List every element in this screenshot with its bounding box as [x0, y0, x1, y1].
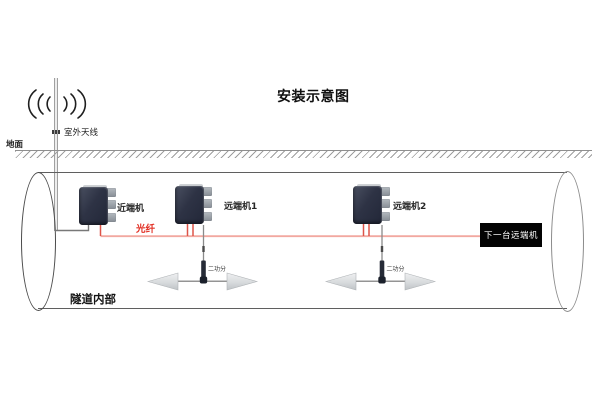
device-front-panel — [353, 186, 382, 224]
splitter-base-2 — [378, 276, 386, 284]
feeder-cable-line — [56, 225, 90, 232]
tunnel-interior-label: 隧道内部 — [70, 292, 116, 306]
mount-tab-icon — [106, 188, 116, 197]
mount-tab-icon — [202, 212, 212, 221]
antenna-label: 室外天线 — [64, 128, 99, 138]
device-remote-1 — [175, 184, 212, 225]
device-front-panel — [79, 187, 108, 225]
splitter-body-2 — [379, 260, 385, 280]
splitter-connector-2 — [380, 246, 384, 252]
wave-arc-right-outer-icon — [77, 89, 87, 119]
wave-arc-left-outer-icon — [27, 89, 37, 119]
mount-tab-icon — [106, 213, 116, 222]
mount-tab-icon — [380, 187, 390, 196]
device-remote-2 — [353, 184, 390, 225]
tunnel-bottom-line — [38, 308, 567, 309]
device-front-panel — [175, 186, 204, 224]
tunnel-opening-right — [551, 171, 584, 312]
ground-label: 地面 — [6, 140, 24, 150]
page-title: 安装示意图 — [277, 89, 350, 105]
coverage-arrow-left-1-icon — [146, 272, 179, 291]
device-label-remote-1: 远端机1 — [224, 202, 258, 212]
wave-arc-right-inner-icon — [63, 96, 68, 112]
splitter-label-1: 二功分 — [208, 266, 227, 273]
mount-tab-icon — [106, 200, 116, 209]
coverage-arrow-right-2-icon — [404, 272, 437, 291]
coverage-arrow-left-2-icon — [324, 272, 357, 291]
device-label-near-end: 近端机 — [117, 204, 145, 214]
mount-tab-icon — [202, 187, 212, 196]
tunnel-opening-left — [21, 172, 56, 311]
wave-arc-left-inner-icon — [46, 96, 51, 112]
tunnel-top-line — [38, 172, 567, 173]
mount-tab-icon — [380, 212, 390, 221]
wave-arc-left-mid-icon — [37, 93, 44, 115]
device-near-end — [79, 185, 116, 226]
wave-arc-right-mid-icon — [70, 93, 77, 115]
splitter-base-1 — [199, 276, 208, 284]
splitter-label-2: 二功分 — [386, 266, 405, 273]
next-device-label: 下一台远端机 — [483, 231, 538, 241]
mount-tab-icon — [202, 199, 212, 208]
next-device-box: 下一台远端机 — [480, 223, 542, 247]
coverage-arrow-right-1-icon — [226, 272, 259, 291]
fiber-label: 光纤 — [136, 224, 156, 235]
device-label-remote-2: 远端机2 — [393, 202, 427, 212]
splitter-connector-1 — [202, 246, 205, 252]
splitter-body-1 — [201, 260, 206, 280]
ground-line — [15, 150, 592, 158]
antenna-feed-icon — [52, 130, 60, 134]
mount-tab-icon — [380, 199, 390, 208]
antenna-waves-icon — [27, 89, 87, 119]
